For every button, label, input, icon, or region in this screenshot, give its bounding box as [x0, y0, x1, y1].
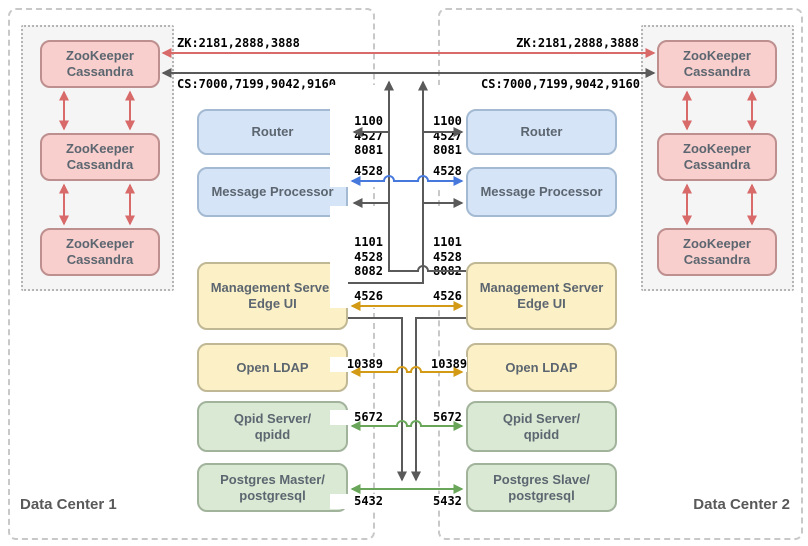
postgres-port-label-right: 5432 [433, 494, 462, 509]
management-port-label-right: 4526 [433, 289, 462, 304]
qpid-server-dc2: Qpid Server/qpidd [466, 401, 617, 452]
management-port-label-left: 4526 [330, 289, 383, 304]
mp-data-port-label-left: 4528 [330, 164, 383, 179]
router-dc1: Router [197, 109, 348, 155]
qpid-port-label-right: 5672 [433, 410, 462, 425]
qpid-port-label-left: 5672 [330, 410, 383, 425]
ldap-port-label-left: 10389 [330, 357, 383, 372]
postgres-master-dc1: Postgres Master/postgresql [197, 463, 348, 512]
mp-data-port-label-right: 4528 [433, 164, 462, 179]
router-dc2: Router [466, 109, 617, 155]
postgres-slave-dc2: Postgres Slave/postgresql [466, 463, 617, 512]
cassandra-ports-label-left: CS:7000,7199,9042,9160 [177, 77, 336, 92]
datacenter-2-label: Data Center 2 [693, 496, 790, 513]
message-processor-dc1: Message Processor [197, 167, 348, 217]
message-processor-dc2: Message Processor [466, 167, 617, 217]
zookeeper-ports-label-left: ZK:2181,2888,3888 [177, 36, 300, 51]
open-ldap-dc1: Open LDAP [197, 343, 348, 392]
datacenter-1-label: Data Center 1 [20, 496, 117, 513]
zookeeper-ports-label-right: ZK:2181,2888,3888 [516, 36, 639, 51]
cassandra-ports-label-right: CS:7000,7199,9042,9160 [481, 77, 640, 92]
qpid-server-dc1: Qpid Server/qpidd [197, 401, 348, 452]
ldap-port-label-right: 10389 [431, 357, 468, 372]
postgres-port-label-left: 5432 [330, 494, 383, 509]
open-ldap-dc2: Open LDAP [466, 343, 617, 392]
